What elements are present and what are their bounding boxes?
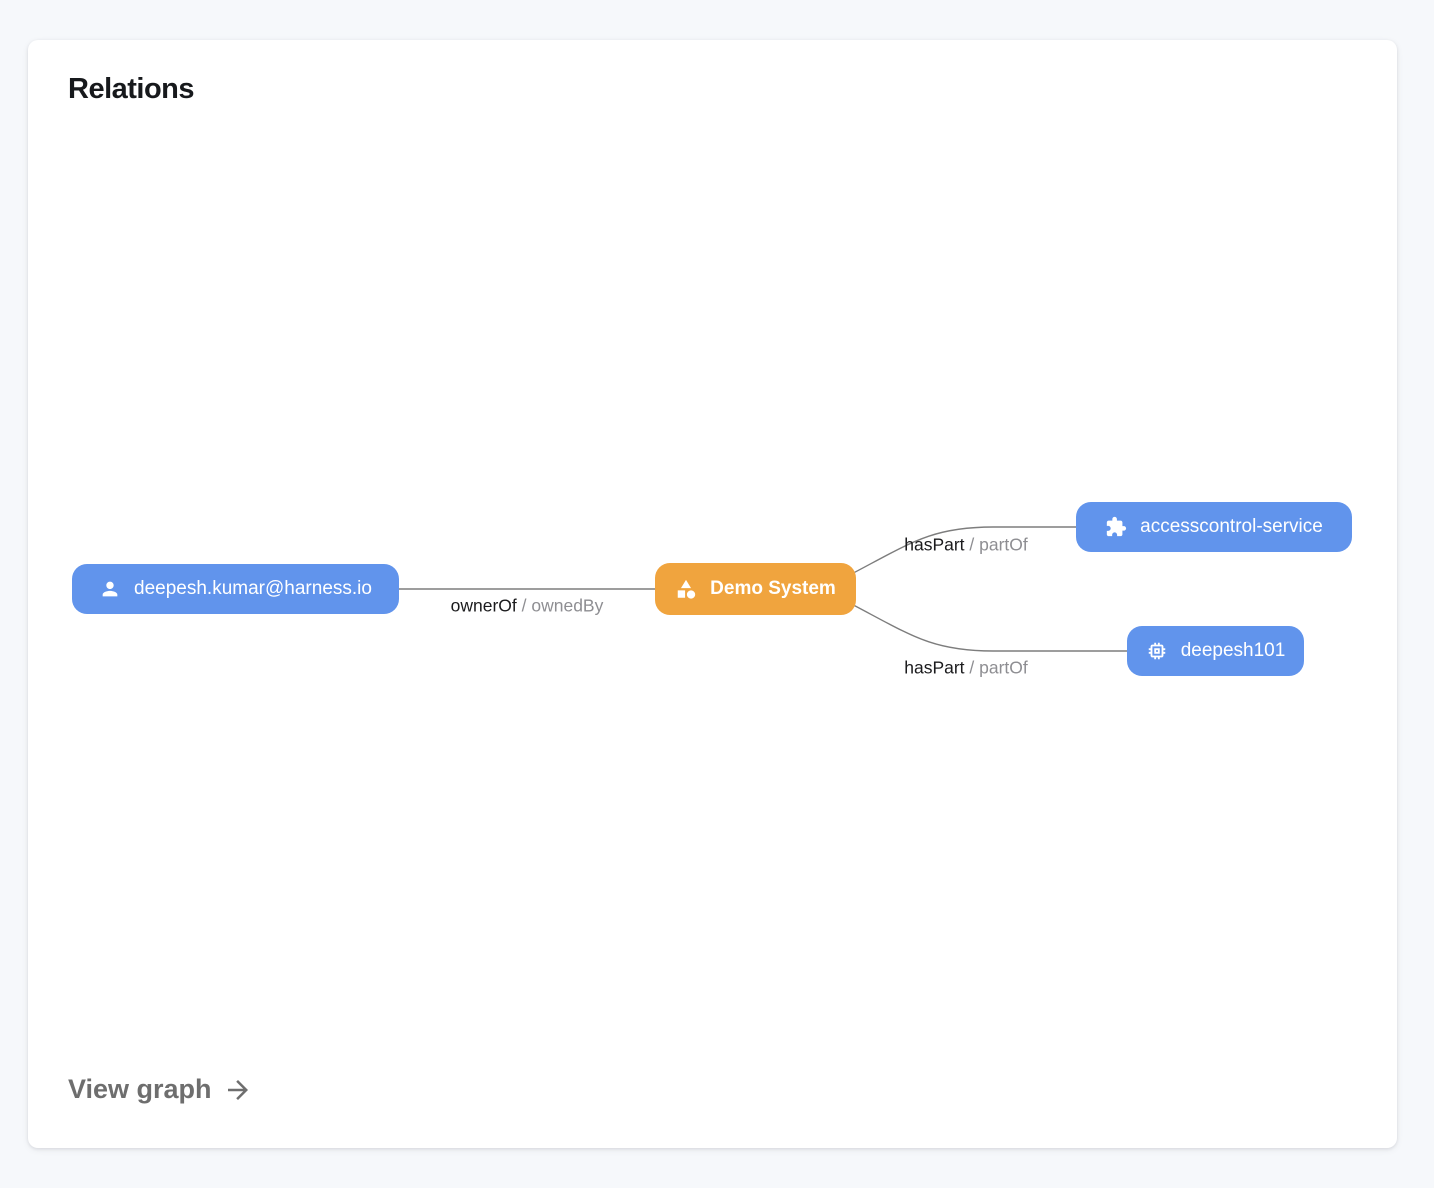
node-label: accesscontrol-service	[1140, 516, 1323, 537]
edge-label-ownerof: ownerOf / ownedBy	[451, 596, 604, 617]
relations-graph: ownerOf / ownedBy hasPart / partOf hasPa…	[28, 40, 1397, 1148]
edge-label-primary: hasPart	[904, 534, 965, 555]
edge-label-primary: hasPart	[904, 657, 965, 678]
node-label: deepesh101	[1180, 640, 1286, 661]
edge-label-primary: ownerOf	[450, 595, 517, 616]
node-component[interactable]: deepesh101	[1127, 626, 1304, 676]
node-label: Demo System	[710, 578, 836, 599]
edge-haspart-component	[839, 597, 1127, 652]
arrow-right-icon	[227, 1079, 248, 1100]
card-title: Relations	[68, 73, 195, 105]
edge-label-haspart-service: hasPart / partOf	[904, 535, 1028, 556]
node-user[interactable]: deepesh.kumar@harness.io	[72, 564, 399, 614]
view-graph-link[interactable]: View graph	[68, 1074, 253, 1105]
relations-card: Relations ownerOf / ownedBy hasPart / pa…	[28, 40, 1397, 1148]
relation-edges	[399, 526, 1127, 652]
node-service[interactable]: accesscontrol-service	[1076, 502, 1352, 552]
view-graph-label: View graph	[68, 1074, 212, 1104]
category-icon	[675, 578, 697, 600]
puzzle-icon	[1105, 516, 1127, 538]
chip-icon	[1146, 640, 1168, 662]
edge-haspart-service	[839, 526, 1076, 581]
edge-label-haspart-component: hasPart / partOf	[904, 658, 1028, 679]
node-label: deepesh.kumar@harness.io	[134, 578, 372, 599]
edge-label-secondary: / ownedBy	[516, 595, 604, 616]
person-icon	[99, 578, 121, 600]
edge-label-secondary: / partOf	[964, 657, 1028, 678]
node-system[interactable]: Demo System	[655, 563, 856, 615]
edge-label-secondary: / partOf	[964, 534, 1028, 555]
